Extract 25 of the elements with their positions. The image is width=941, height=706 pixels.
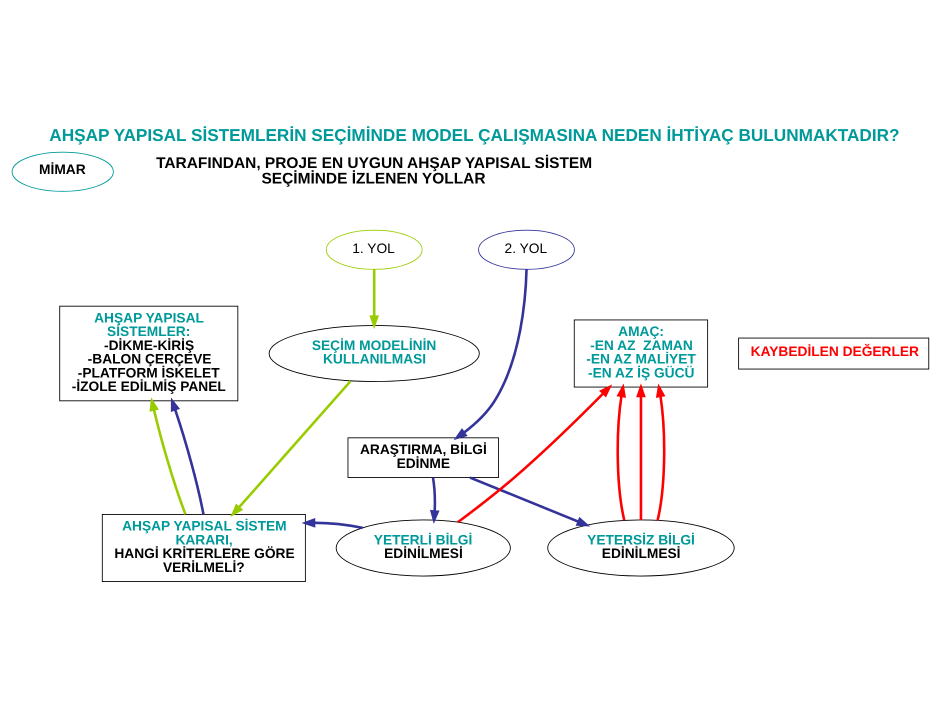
node-box: AHŞAP YAPISAL SİSTEMLER: -DİKME-KİRİŞ -BALON ÇERÇEVE -PLATFORM İSKELET -İZOLE EDİLMİŞ PANEL [59, 306, 238, 402]
arrow [230, 380, 352, 518]
node-ellipse: YETERSİZ BİLGİ EDİNİLMESİ [547, 520, 735, 576]
arrow [636, 383, 646, 520]
node-ellipse: 2. YOL [478, 230, 575, 270]
arrow [656, 383, 666, 521]
node-ellipse: SEÇİM MODELİNİN KULLANILMASI [268, 325, 480, 382]
node-box: KAYBEDİLEN DEĞERLER [738, 338, 930, 370]
arrow [302, 518, 363, 530]
node-box: AHŞAP YAPISAL SİSTEM KARARI, HANGİ KRİTERLERE GÖRE VERİLMELİ? [102, 514, 306, 582]
arrow [616, 383, 626, 521]
node-ellipse: YETERLİ BİLGİ EDİNİLMESİ [336, 520, 511, 576]
node-ellipse: MİMAR [12, 152, 114, 192]
label: TARAFINDAN, PROJE EN UYGUN AHŞAP YAPISAL SİSTEM SEÇİMİNDE İZLENEN YOLLAR [156, 154, 592, 188]
node-box: AMAÇ: -EN AZ ZAMAN -EN AZ MALİYET -EN AZ İŞ GÜCÜ [574, 320, 708, 388]
arrow [170, 397, 205, 514]
node-box: ARAŞTIRMA, BİLGİ EDİNME [348, 437, 499, 478]
arrow [454, 269, 528, 440]
arrow [430, 477, 440, 524]
diagram-title: AHŞAP YAPISAL SİSTEMLERİN SEÇİMİNDE MODEL ÇALIŞMASINA NEDEN İHTİYAÇ BULUNMAKTADIR? [49, 124, 900, 145]
node-ellipse: 1. YOL [326, 230, 423, 270]
arrow [457, 384, 612, 524]
arrow [469, 476, 590, 526]
arrow [149, 397, 187, 515]
arrow [369, 269, 380, 330]
